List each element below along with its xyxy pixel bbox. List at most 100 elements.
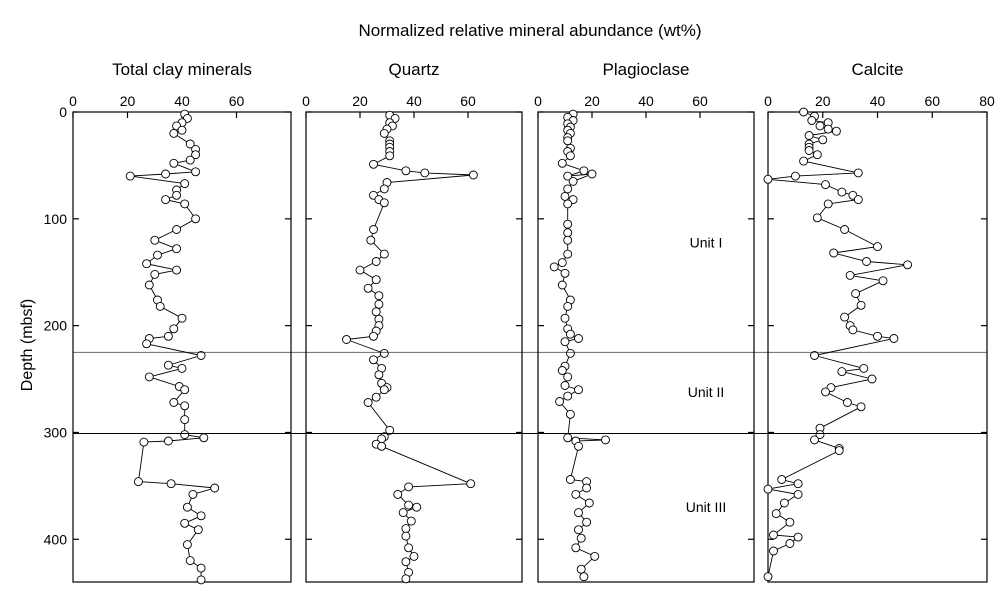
data-point [557,280,567,290]
data-point [810,351,819,360]
data-point [793,532,803,542]
data-point [873,331,882,341]
data-point [191,150,201,160]
data-point [560,313,570,323]
data-point [191,214,201,224]
data-point [466,479,476,489]
data-point [763,174,773,184]
data-point [172,190,182,200]
data-point [829,248,839,258]
data-point [576,533,586,543]
data-point [374,291,384,301]
data-point [568,176,578,186]
unit-label: Unit I [690,234,723,250]
y-tick-label: 300 [44,424,68,440]
data-point [576,564,586,574]
data-point [579,166,589,176]
data-point [404,500,414,510]
data-point [563,171,573,181]
data-point [834,446,844,456]
data-point [191,167,201,177]
data-point [831,126,841,136]
data-point [837,187,847,197]
data-point [815,121,825,131]
data-point [377,441,387,451]
panel-frame [305,111,523,583]
data-point [385,151,395,161]
data-point [371,275,381,285]
x-tick-label: 0 [69,93,77,109]
data-point [584,498,594,508]
data-point [793,489,803,499]
figure-title: Normalized relative mineral abundance (w… [359,21,702,40]
data-point [144,280,154,290]
data-point [601,435,610,445]
data-point [406,516,416,526]
data-point [155,301,165,311]
data-point [785,517,795,527]
data-point [125,171,135,181]
panel-title: Calcite [852,60,904,79]
data-point [379,128,389,138]
data-point [142,259,152,269]
data-point [185,139,195,149]
data-point [853,195,863,205]
data-point [401,574,411,584]
data-point [799,156,809,166]
data-point [420,168,430,178]
panel-title: Total clay minerals [112,60,252,79]
data-point [369,331,378,341]
data-point [401,531,411,541]
data-point [180,199,190,209]
data-point [571,489,581,499]
y-tick-label: 400 [44,531,68,547]
data-point [379,385,389,395]
data-point [172,225,182,234]
data-point [859,363,869,373]
data-point [139,437,149,447]
data-point [401,557,411,567]
data-point [401,524,411,534]
data-point [815,430,825,440]
data-point [180,179,190,189]
data-point [769,530,778,540]
data-point [582,483,592,493]
data-point [150,269,160,279]
x-tick-label: 20 [120,93,136,109]
data-point [889,334,899,343]
data-point [163,360,173,370]
data-point [810,435,819,445]
data-point [560,191,570,201]
data-point [379,198,389,208]
x-tick-label: 40 [638,93,654,109]
data-point [196,563,206,573]
data-point [818,135,828,145]
data-point [163,331,173,341]
data-point [180,518,190,528]
data-point [196,351,206,360]
data-point [161,169,171,179]
data-point [856,300,866,310]
data-point [366,235,376,245]
data-point [180,430,190,440]
data-point [172,244,182,254]
data-point [862,257,871,266]
data-point [873,242,882,252]
data-point [169,158,179,168]
data-point [565,151,575,161]
data-point [374,370,384,380]
data-point [867,374,877,384]
data-point [412,502,422,512]
panel-title: Quartz [388,60,439,79]
data-point [401,166,411,176]
data-point [565,348,575,358]
x-tick-label: 60 [229,93,245,109]
data-point [379,348,389,358]
data-point [172,265,182,275]
data-point [177,313,187,323]
data-point [166,479,176,489]
data-point [342,335,351,344]
data-point [840,225,850,234]
